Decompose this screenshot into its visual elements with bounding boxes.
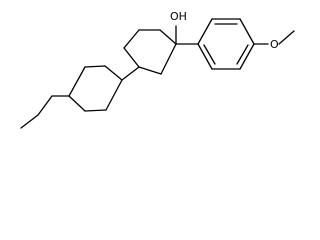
benzene-double-bond-3 bbox=[203, 44, 216, 65]
propyl-chain bbox=[20, 95, 70, 129]
benzene-ring bbox=[197, 18, 255, 70]
ring-upper-bond-2 bbox=[123, 29, 140, 49]
benzene-bond-3 bbox=[239, 18, 255, 45]
chemical-structure-diagram: OH O bbox=[20, 10, 295, 129]
ring-lower-bond-6 bbox=[68, 95, 86, 112]
ring-lower-bond-2 bbox=[84, 65, 106, 68]
cyclohexane-ring-upper bbox=[123, 29, 177, 75]
methoxy-methyl-bond bbox=[278, 30, 295, 45]
ring-upper-bond-5 bbox=[160, 43, 177, 75]
hydroxyl-label: OH bbox=[170, 10, 187, 23]
ring-lower-bond-5 bbox=[84, 109, 107, 112]
benzene-bond-6 bbox=[197, 43, 213, 70]
ring-upper-bond-6 bbox=[138, 66, 162, 75]
benzene-bond-4 bbox=[239, 43, 255, 70]
ring-upper-bond-1 bbox=[123, 47, 140, 68]
benzene-double-bond-2 bbox=[236, 44, 249, 65]
benzene-bond-1 bbox=[197, 18, 213, 45]
methoxy-oxygen-label: O bbox=[270, 38, 279, 51]
cyclohexane-ring-lower bbox=[68, 65, 123, 112]
inter-ring-bond bbox=[121, 66, 140, 81]
ring-lower-bond-4 bbox=[105, 79, 123, 111]
propyl-bond-2 bbox=[37, 95, 53, 116]
propyl-bond-1 bbox=[20, 114, 39, 129]
ring-lower-bond-3 bbox=[104, 65, 123, 81]
ring-upper-bond-4 bbox=[159, 29, 177, 45]
ring-lower-bond-1 bbox=[68, 66, 86, 97]
